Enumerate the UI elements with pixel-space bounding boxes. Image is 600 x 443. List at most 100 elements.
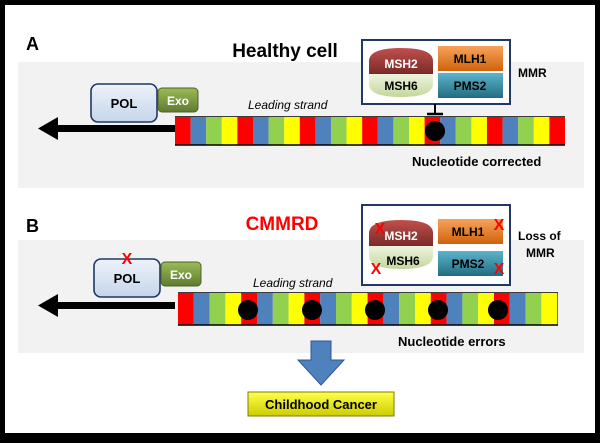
nucleotide-stripe xyxy=(478,293,494,325)
nucleotide-stripe xyxy=(288,293,305,325)
strand-label-b: Leading strand xyxy=(253,276,333,290)
mmr-label-b-line1: Loss of xyxy=(518,229,562,243)
nucleotide-stripe xyxy=(237,117,253,145)
outcome-arrow xyxy=(296,340,346,386)
nucleotide-stripe xyxy=(557,293,558,325)
nucleotide-stripe xyxy=(383,293,400,325)
nucleotide-stripe xyxy=(351,293,368,325)
pol-label-b: POL xyxy=(114,271,141,286)
msh2-label-b: MSH2 xyxy=(384,229,418,243)
nucleotide-stripe xyxy=(209,293,226,325)
nucleotide-stripe xyxy=(525,293,542,325)
msh2-label-a: MSH2 xyxy=(384,57,418,71)
nucleotide-stripe xyxy=(471,117,487,145)
nucleotide-stripe xyxy=(409,117,425,145)
mlh1-shape-b xyxy=(438,219,503,244)
error-nucleotide xyxy=(365,300,385,320)
mlh1-label-a: MLH1 xyxy=(454,52,487,66)
corrected-nucleotide-a xyxy=(425,121,445,141)
nucleotide-stripe xyxy=(362,117,378,145)
nucleotide-stripe xyxy=(415,293,431,325)
nucleotide-stripe xyxy=(393,117,409,145)
pms2-label-a: PMS2 xyxy=(454,79,487,93)
error-nucleotide xyxy=(302,300,322,320)
exo-box-b xyxy=(160,261,202,287)
msh2-shape-a xyxy=(369,48,433,74)
nucleotide-stripe xyxy=(518,117,534,145)
pms2-label-b: PMS2 xyxy=(452,257,485,271)
error-nucleotide xyxy=(238,300,258,320)
leading-arrow-a xyxy=(38,117,175,140)
mmr-label-b-line2: MMR xyxy=(526,246,555,260)
nucleotide-stripe xyxy=(190,117,207,145)
outcome-label: Childhood Cancer xyxy=(265,397,377,412)
strand-label-a: Leading strand xyxy=(248,98,328,112)
nucleotide-stripe xyxy=(331,117,347,145)
nucleotide-stripe xyxy=(272,293,289,325)
nucleotide-stripe xyxy=(377,117,394,145)
pms2-mutation-mark: X xyxy=(494,261,505,278)
nucleotide-stripe xyxy=(549,117,565,145)
exo-box-a xyxy=(157,87,199,113)
msh2-shape-b xyxy=(369,220,433,246)
mmr-label-a: MMR xyxy=(518,66,547,80)
nucleotide-stripe xyxy=(541,293,558,325)
msh6-shape-a xyxy=(369,74,433,97)
nucleotide-stripe xyxy=(221,117,238,145)
error-nucleotide xyxy=(488,300,508,320)
nucleotide-stripe xyxy=(440,117,456,145)
mlh1-mutation-mark: X xyxy=(494,217,505,234)
result-label-a: Nucleotide corrected xyxy=(412,154,541,169)
nucleotide-stripe xyxy=(487,117,503,145)
nucleotide-stripe xyxy=(206,117,222,145)
mlh1-shape-a xyxy=(438,46,503,71)
nucleotide-stripe xyxy=(193,293,210,325)
nucleotide-stripe xyxy=(299,117,316,145)
nucleotide-stripe xyxy=(399,293,415,325)
pol-mutation-mark: X xyxy=(122,251,133,268)
pms2-shape-b xyxy=(438,251,503,276)
panel-b-letter: B xyxy=(26,216,39,236)
nucleotide-stripe xyxy=(268,117,285,145)
msh2-mutation-mark: X xyxy=(375,221,386,238)
nucleotide-stripe xyxy=(257,293,273,325)
panel-a-title: Healthy cell xyxy=(232,41,338,62)
nucleotide-stripe xyxy=(284,117,300,145)
nucleotide-stripe xyxy=(462,293,479,325)
nucleotide-stripe xyxy=(446,293,463,325)
nucleotide-stripe xyxy=(253,117,269,145)
nucleotide-stripe xyxy=(346,117,363,145)
nucleotide-stripe xyxy=(502,117,519,145)
nucleotide-stripe xyxy=(225,293,242,325)
exo-label-a: Exo xyxy=(167,94,189,108)
nucleotide-stripe xyxy=(509,293,526,325)
leading-arrow-b xyxy=(38,294,175,317)
nucleotide-stripe xyxy=(533,117,550,145)
mlh1-label-b: MLH1 xyxy=(452,225,485,239)
nucleotide-stripe xyxy=(175,117,191,145)
outcome-box xyxy=(247,391,395,417)
msh6-label-a: MSH6 xyxy=(384,79,418,93)
nucleotide-stripe xyxy=(336,293,352,325)
msh6-mutation-mark: X xyxy=(371,261,382,278)
pol-label-a: POL xyxy=(111,96,138,111)
panel-a: A Healthy cell POL Exo Leading strand MS… xyxy=(18,34,584,188)
nucleotide-stripe xyxy=(315,117,331,145)
msh6-label-b: MSH6 xyxy=(386,254,420,268)
msh6-shape-b xyxy=(369,246,433,269)
error-nucleotide xyxy=(428,300,448,320)
nucleotide-stripe xyxy=(320,293,336,325)
nucleotide-stripe xyxy=(178,293,194,325)
panel-a-letter: A xyxy=(26,34,39,54)
pms2-shape-a xyxy=(438,73,503,98)
exo-label-b: Exo xyxy=(170,268,192,282)
result-label-b: Nucleotide errors xyxy=(398,334,506,349)
pol-box-a xyxy=(90,83,158,123)
panel-b-title: CMMRD xyxy=(246,214,319,235)
strand-stripes-a xyxy=(175,117,565,145)
pol-box-b xyxy=(93,258,161,298)
nucleotide-stripe xyxy=(455,117,472,145)
panel-b: B CMMRD POL X Exo Leading strand MSH2 MS… xyxy=(18,204,584,417)
